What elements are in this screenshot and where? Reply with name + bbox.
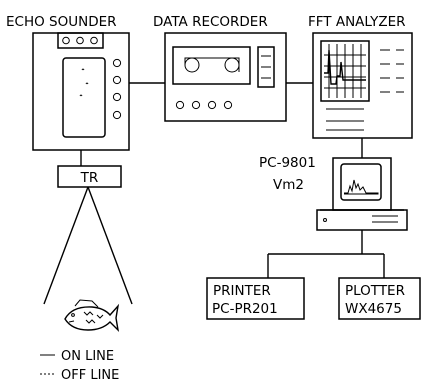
pc-base-unit bbox=[316, 209, 408, 231]
echo-sounder-title: ECHO SOUNDER bbox=[6, 14, 117, 30]
pc-monitor bbox=[320, 157, 404, 211]
tr-label: TR bbox=[80, 170, 99, 186]
plotter-box bbox=[338, 277, 421, 320]
legend-off-line-label: OFF LINE bbox=[61, 368, 119, 383]
cassette-reels-icon bbox=[184, 57, 240, 73]
spectrum-trace bbox=[324, 49, 366, 85]
data-recorder-title: DATA RECORDER bbox=[153, 14, 268, 30]
fft-analyzer-device bbox=[312, 32, 413, 139]
pc-variant-label: Vm2 bbox=[273, 177, 304, 193]
pc-model-label: PC-9801 bbox=[259, 155, 316, 171]
waveform-icon bbox=[344, 179, 379, 195]
tr-box bbox=[57, 165, 122, 188]
beam-left bbox=[43, 186, 89, 305]
echo-sounder-device bbox=[32, 32, 130, 151]
legend: ON LINE OFF LINE bbox=[40, 349, 119, 383]
beam-right bbox=[87, 186, 133, 305]
printer-label: PRINTER bbox=[213, 283, 271, 299]
plotter-label: PLOTTER bbox=[345, 283, 405, 299]
fish-icon bbox=[64, 299, 120, 333]
plotter-model-label: WX4675 bbox=[345, 301, 402, 317]
printer-box bbox=[206, 277, 305, 320]
fft-analyzer-title: FFT ANALYZER bbox=[308, 14, 406, 30]
data-recorder-device bbox=[164, 32, 287, 122]
printer-model-label: PC-PR201 bbox=[212, 301, 278, 317]
fft-grid bbox=[324, 44, 366, 98]
legend-on-line-label: ON LINE bbox=[61, 349, 114, 364]
